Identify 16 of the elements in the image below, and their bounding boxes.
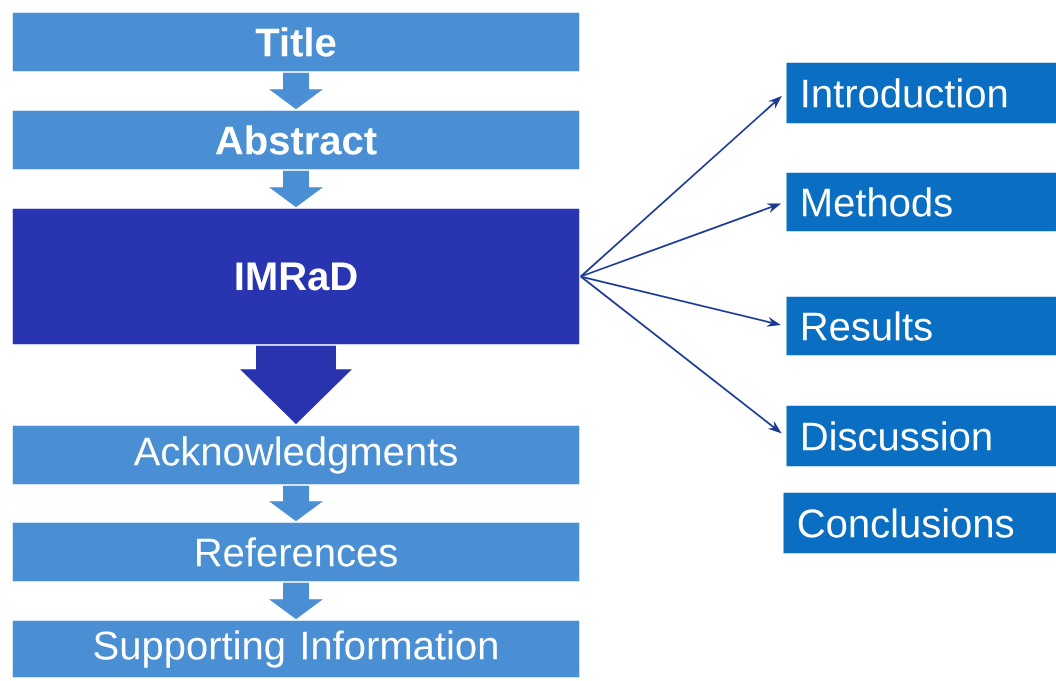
part-box: Results	[785, 295, 1056, 357]
section-box: Acknowledgments	[11, 424, 581, 486]
block-arrow	[269, 485, 323, 522]
block-arrow	[269, 582, 323, 620]
section-box: Supporting Information	[11, 619, 581, 679]
block-arrow	[269, 170, 323, 208]
block-arrow	[269, 72, 323, 110]
part-box: Discussion	[785, 404, 1056, 468]
part-box: Methods	[785, 171, 1056, 233]
part-box: Introduction	[785, 61, 1056, 125]
section-box: IMRaD	[11, 207, 581, 346]
section-box: Title	[11, 11, 581, 73]
section-box: Abstract	[11, 109, 581, 171]
section-box: References	[11, 521, 581, 583]
block-arrow	[240, 345, 352, 425]
part-box: Conclusions	[782, 491, 1056, 555]
